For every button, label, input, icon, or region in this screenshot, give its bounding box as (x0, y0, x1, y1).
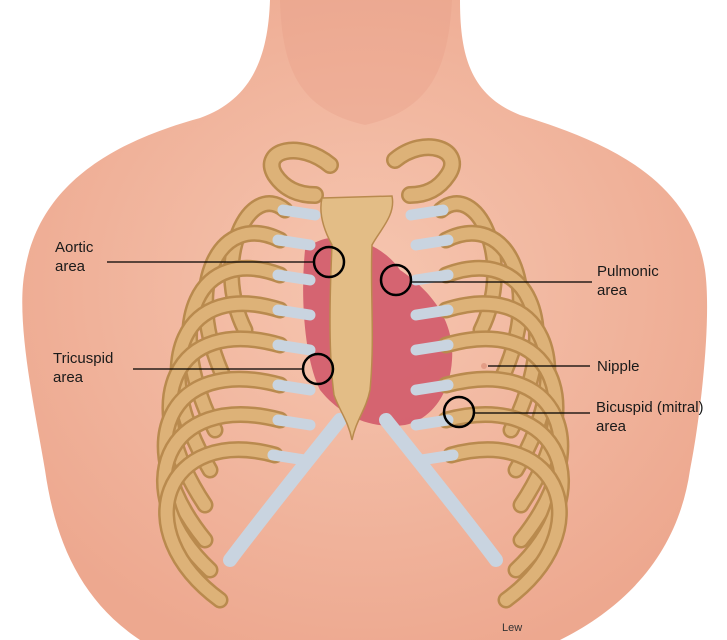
right-rib-6-cartilage (416, 385, 448, 390)
left-rib-1-cartilage (283, 210, 315, 215)
bicuspid-label-line1: Bicuspid (mitral) (596, 398, 704, 417)
right-rib-3-cartilage (416, 275, 448, 280)
pulmonic-label-line1: Pulmonic (597, 262, 659, 281)
pulmonic-label-line2: area (597, 281, 659, 300)
aortic-label: Aortic area (55, 238, 93, 276)
left-rib-6-cartilage (278, 385, 310, 390)
right-rib-5-cartilage (416, 345, 448, 350)
right-rib-4-cartilage (416, 310, 448, 315)
tricuspid-label-line1: Tricuspid (53, 349, 113, 368)
bicuspid-label-line2: area (596, 417, 704, 436)
aortic-label-line1: Aortic (55, 238, 93, 257)
left-rib-7-cartilage (278, 420, 310, 425)
tricuspid-label: Tricuspid area (53, 349, 113, 387)
left-rib-5-cartilage (278, 345, 310, 350)
right-rib-7-cartilage (416, 420, 448, 425)
artist-credit: Lew (502, 622, 522, 634)
tricuspid-label-line2: area (53, 368, 113, 387)
right-rib-1-cartilage (411, 210, 443, 215)
left-rib-4-cartilage (278, 310, 310, 315)
left-rib-2-cartilage (278, 240, 310, 245)
left-rib-3-cartilage (278, 275, 310, 280)
aortic-label-line2: area (55, 257, 93, 276)
pulmonic-label: Pulmonic area (597, 262, 659, 300)
right-rib-2-cartilage (416, 240, 448, 245)
nipple-label-line1: Nipple (597, 357, 640, 376)
nipple-label: Nipple (597, 357, 640, 376)
bicuspid-label: Bicuspid (mitral) area (596, 398, 704, 436)
nipple-dot (481, 363, 487, 369)
